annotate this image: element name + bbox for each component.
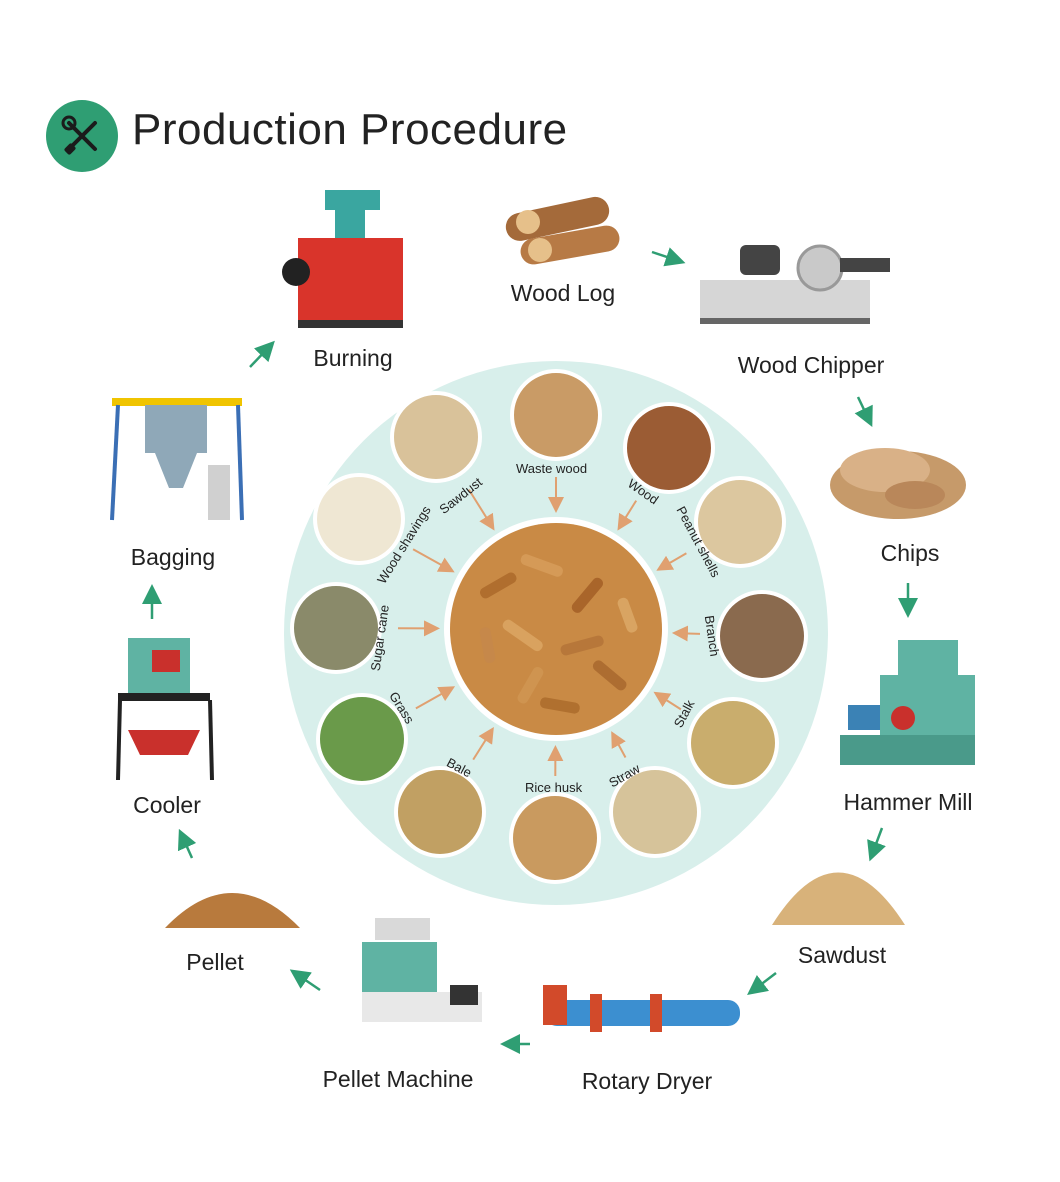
- rotary-dryer-illustration: [543, 985, 740, 1032]
- inner-arrow-wood-shavings: [412, 548, 455, 573]
- material-thumbnail-wood-shavings: [313, 473, 405, 565]
- wood-log-illustration: [505, 196, 620, 265]
- arrow-sawdust-to-dryer: [747, 972, 777, 996]
- arrow-bagging-to-burning: [249, 340, 275, 368]
- step-label-wood-chipper: Wood Chipper: [737, 352, 885, 378]
- arrow-pellet-to-cooler: [177, 828, 197, 859]
- sawdust-illustration: [772, 872, 905, 925]
- material-thumbnail-stalk: [687, 697, 779, 789]
- inner-arrow-wood: [617, 500, 638, 531]
- step-label-bagging: Bagging: [130, 544, 216, 570]
- bagging-illustration: [110, 398, 244, 521]
- step-label-chips: Chips: [880, 540, 940, 566]
- pellet-pile-texture: [479, 554, 638, 714]
- material-thumbnail-grass: [316, 693, 408, 785]
- arrow-chipper-to-chips: [854, 396, 873, 428]
- step-label-hammer-mill: Hammer Mill: [843, 789, 973, 815]
- material-thumbnail-waste-wood: [510, 369, 602, 461]
- wood-chipper-illustration: [700, 244, 890, 324]
- step-label-pellet: Pellet: [186, 949, 244, 975]
- pellet-machine-illustration: [362, 918, 482, 1022]
- step-label-burning: Burning: [313, 345, 393, 371]
- material-thumbnail-sugar-cane: [290, 582, 382, 674]
- material-thumbnail-wood: [623, 402, 715, 494]
- arrow-log-to-chipper: [651, 247, 686, 267]
- material-thumbnail-peanut-shells: [694, 476, 786, 568]
- cooler-illustration: [116, 638, 214, 781]
- material-thumbnail-straw: [609, 766, 701, 858]
- material-thumbnail-sawdust: [390, 391, 482, 483]
- inner-arrow-peanut-shells: [656, 552, 687, 571]
- inner-arrow-stalk: [653, 691, 682, 711]
- material-thumbnail-branch: [716, 590, 808, 682]
- hammer-mill-illustration: [840, 640, 975, 765]
- inner-arrow-sawdust: [468, 489, 495, 531]
- page-title: Production Procedure: [132, 105, 568, 154]
- arrow-mill-to-sawdust: [867, 827, 886, 862]
- inner-arrow-grass: [415, 686, 456, 710]
- material-label-rice-husk: Rice husk: [525, 780, 583, 795]
- inner-arrow-bale: [472, 726, 494, 761]
- step-label-rotary-dryer: Rotary Dryer: [581, 1068, 713, 1094]
- arrow-machine-to-pellet: [289, 969, 321, 992]
- pellet-center-image: [450, 523, 662, 735]
- inner-arrow-branch: [671, 625, 701, 642]
- material-thumbnail-bale: [394, 766, 486, 858]
- material-thumbnail-rice-husk: [509, 792, 601, 884]
- step-label-cooler: Cooler: [133, 792, 201, 818]
- wrench-screwdriver-icon: [46, 100, 118, 172]
- step-label-wood-log: Wood Log: [510, 280, 616, 306]
- material-label-waste-wood: Waste wood: [516, 461, 588, 476]
- pellet-illustration: [165, 893, 300, 928]
- inner-arrow-straw: [611, 731, 627, 758]
- step-label-sawdust: Sawdust: [797, 942, 887, 968]
- burning-illustration: [282, 190, 403, 328]
- chips-illustration: [830, 448, 966, 519]
- step-label-pellet-machine: Pellet Machine: [322, 1066, 474, 1092]
